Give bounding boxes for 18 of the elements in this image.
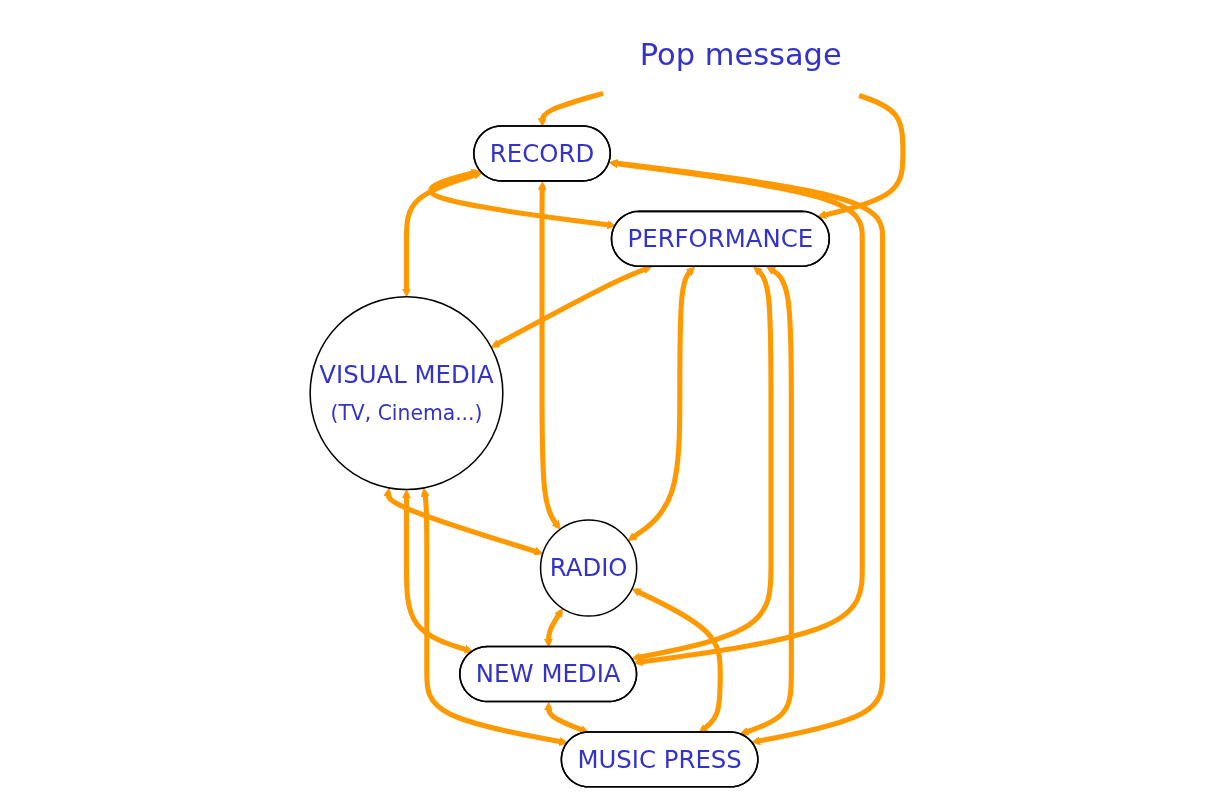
arrow xyxy=(428,168,617,230)
arrow xyxy=(538,90,605,127)
arrow xyxy=(740,266,795,736)
arrow xyxy=(632,588,724,733)
arrow xyxy=(538,181,561,530)
arrow xyxy=(491,265,653,348)
node-circle: RADIO xyxy=(540,519,638,617)
arrow xyxy=(817,93,906,220)
arrow xyxy=(383,487,544,556)
arrow xyxy=(402,171,483,298)
arrow xyxy=(609,158,886,746)
arrow xyxy=(544,608,564,648)
arrow xyxy=(628,266,696,541)
node-text: Pop message xyxy=(640,36,843,73)
arrow xyxy=(421,487,569,746)
arrow xyxy=(402,489,474,654)
node-circle: VISUAL MEDIA (TV, Cinema...) xyxy=(309,296,505,491)
arrow xyxy=(632,266,774,662)
